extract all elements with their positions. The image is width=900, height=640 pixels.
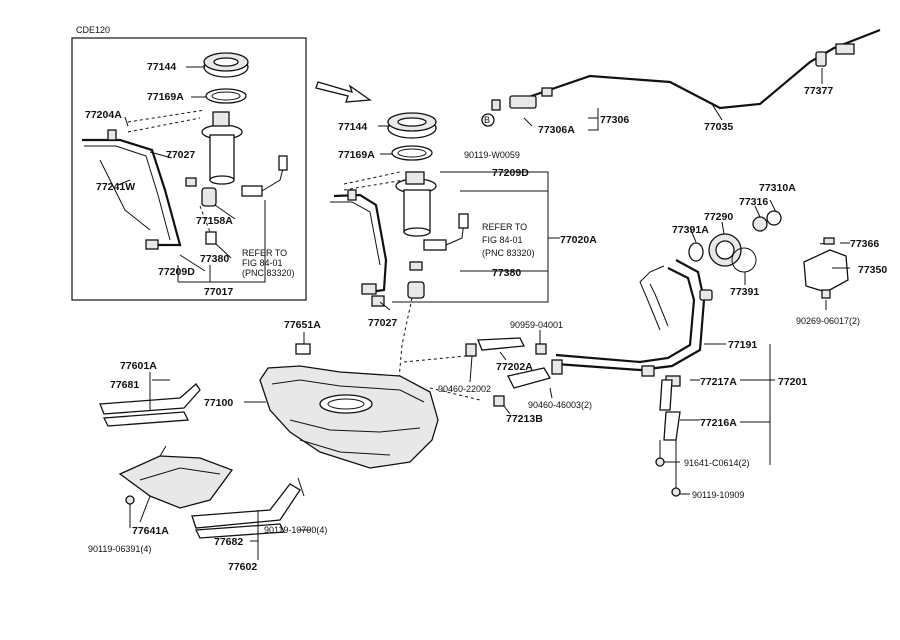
label-77391: 77391 <box>730 286 759 298</box>
label-77377: 77377 <box>804 85 833 97</box>
label-77380: 77380 <box>492 267 521 279</box>
label-77202a: 77202A <box>496 361 533 373</box>
label-77366: 77366 <box>850 238 879 250</box>
filler-cap-group <box>688 199 850 310</box>
label-77682: 77682 <box>214 536 243 548</box>
label-77217a: 77217A <box>700 376 737 388</box>
label-77027: 77027 <box>368 317 397 329</box>
label-77241w: 77241W <box>96 181 135 193</box>
label-90119-10909: 90119-10909 <box>692 490 744 500</box>
label-91641-c0614: 91641-C0614(2) <box>684 458 750 468</box>
label-77350: 77350 <box>858 264 887 276</box>
label-77391a: 77391A <box>672 224 709 236</box>
arrow-icon <box>315 81 372 103</box>
label-77204a: 77204A <box>85 109 122 121</box>
label-77191: 77191 <box>728 339 757 351</box>
label-77641a: 77641A <box>132 525 169 537</box>
label-90119-06391: 90119-06391(4) <box>88 544 151 554</box>
label-77020a: 77020A <box>560 234 597 246</box>
label-90460-22002: 90460-22002 <box>438 384 491 394</box>
label-77158a: 77158A <box>196 215 233 227</box>
label-77027-inset: 77027 <box>166 149 195 161</box>
inset-box-cde120: CDE120 <box>71 25 307 301</box>
fuel-pump-group <box>330 112 560 391</box>
tank-bands <box>99 372 310 560</box>
label-77306: 77306 <box>600 114 629 126</box>
hoses-clamps <box>403 330 563 415</box>
label-77201: 77201 <box>778 376 807 388</box>
refer-left-line3: (PNC 83320) <box>242 268 295 278</box>
label-90119-10700: 90119-10700(4) <box>264 525 327 535</box>
label-90460-46003: 90460-46003(2) <box>528 400 592 410</box>
label-77310a: 77310A <box>759 182 796 194</box>
label-77100: 77100 <box>204 397 233 409</box>
label-77017: 77017 <box>204 286 233 298</box>
label-77316: 77316 <box>739 196 768 208</box>
fuel-lid-cable <box>481 28 881 131</box>
model-code-label: CDE120 <box>76 25 110 35</box>
refer-mid-line3: (PNC 83320) <box>482 248 535 258</box>
label-77144-inset: 77144 <box>147 61 176 73</box>
label-77681: 77681 <box>110 379 139 391</box>
refer-left-line1: REFER TO <box>242 248 287 258</box>
label-77216a: 77216A <box>700 417 737 429</box>
label-90269-06017: 90269-06017(2) <box>796 316 860 326</box>
refer-mid-line2: FIG 84-01 <box>482 235 523 245</box>
label-77035: 77035 <box>704 121 733 133</box>
label-90119-w0059: 90119-W0059 <box>464 150 520 160</box>
label-77213b: 77213B <box>506 413 543 425</box>
label-77209d-inset: 77209D <box>158 266 195 278</box>
filler-pipe-assy <box>555 259 775 497</box>
refer-left-line2: FIG 84-01 <box>242 258 283 268</box>
bolt-b-marker: B <box>484 115 490 125</box>
label-77209d: 77209D <box>492 167 529 179</box>
label-90959-04001: 90959-04001 <box>510 320 563 330</box>
label-77290: 77290 <box>704 211 733 223</box>
label-77380-inset: 77380 <box>200 253 229 265</box>
label-77601a: 77601A <box>120 360 157 372</box>
label-77169a: 77169A <box>338 149 375 161</box>
label-77651a: 77651A <box>284 319 321 331</box>
label-77306a: 77306A <box>538 124 575 136</box>
refer-mid-line1: REFER TO <box>482 222 527 232</box>
label-77169a-inset: 77169A <box>147 91 184 103</box>
label-77144: 77144 <box>338 121 367 133</box>
label-77602: 77602 <box>228 561 257 573</box>
fuel-tank <box>244 332 439 469</box>
